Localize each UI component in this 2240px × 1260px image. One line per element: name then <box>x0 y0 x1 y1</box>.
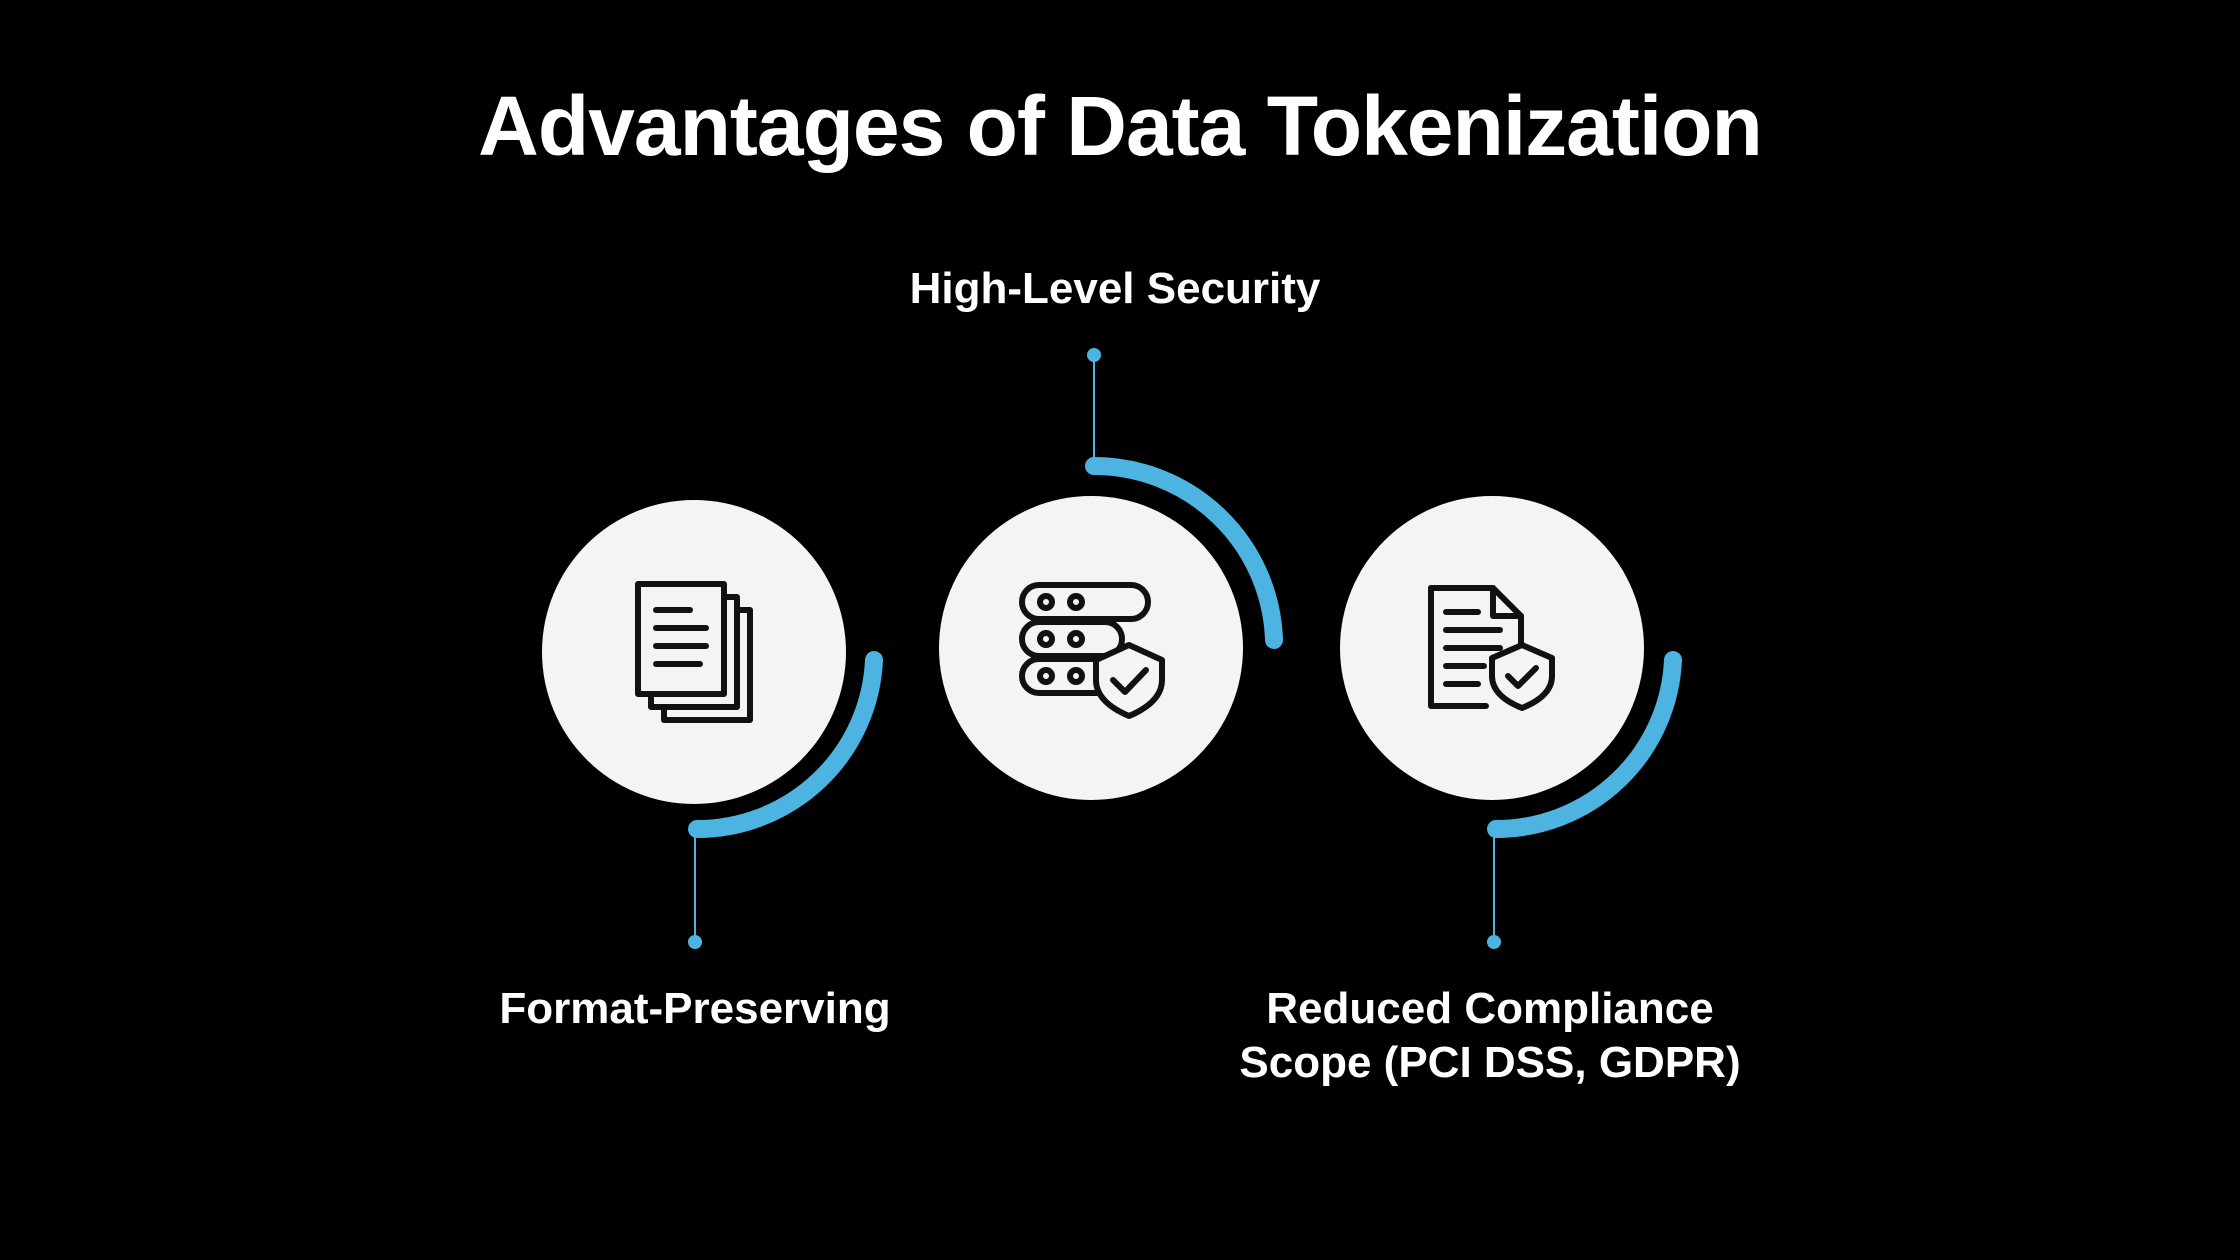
page-title: Advantages of Data Tokenization <box>478 79 1763 173</box>
document-shield-icon <box>1428 585 1555 711</box>
icon-circle <box>939 496 1243 800</box>
accent-arc <box>1085 457 1283 649</box>
node-high-level-security <box>939 348 1283 800</box>
node-format-preserving <box>542 500 883 949</box>
accent-arc <box>688 651 883 839</box>
label-format-preserving: Format-Preserving <box>499 984 891 1033</box>
accent-arc <box>1487 651 1682 839</box>
label-reduced-compliance: Reduced Compliance Scope (PCI DSS, GDPR) <box>1239 984 1741 1087</box>
server-shield-icon <box>1019 582 1165 719</box>
node-reduced-compliance <box>1340 496 1682 949</box>
connector-dot <box>1087 348 1101 362</box>
connector-dot <box>688 935 702 949</box>
label-high-level-security: High-Level Security <box>909 264 1321 313</box>
connector-dot <box>1487 935 1501 949</box>
documents-stack-icon <box>635 581 753 723</box>
